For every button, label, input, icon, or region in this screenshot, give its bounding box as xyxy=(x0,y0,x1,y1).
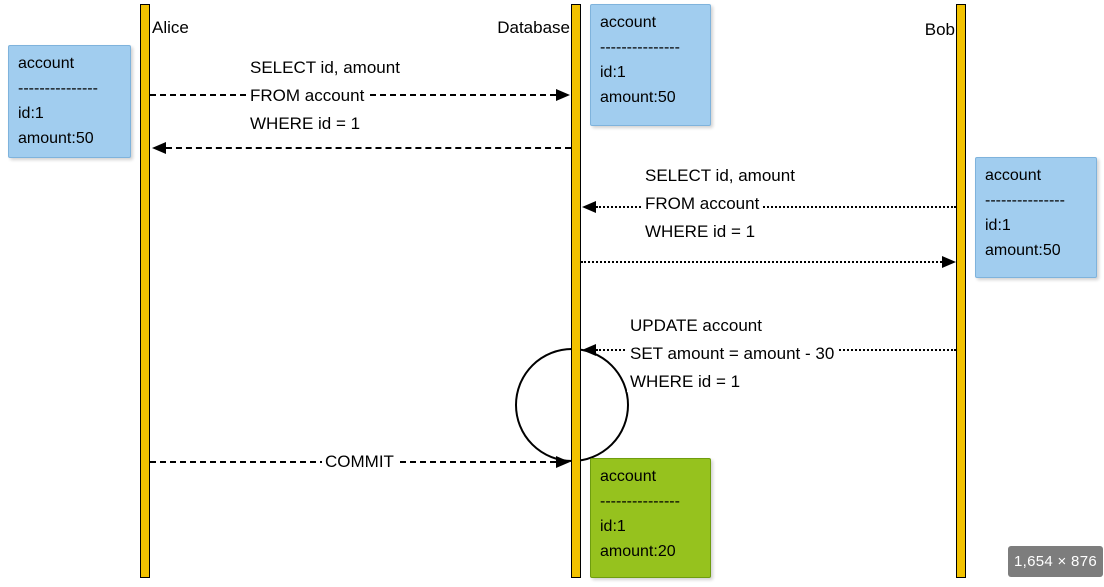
note-line: amount:50 xyxy=(18,130,94,147)
arrowhead-right-icon xyxy=(942,256,956,268)
note-line: account xyxy=(985,167,1042,184)
arrowhead-right-icon xyxy=(556,456,570,468)
note-line: amount:50 xyxy=(600,89,676,106)
note-line: id:1 xyxy=(600,64,626,81)
lifeline-bob xyxy=(956,4,966,578)
message-line-select-bob xyxy=(596,206,956,208)
note-line: account xyxy=(18,55,75,72)
note-line: id:1 xyxy=(18,105,44,122)
note-database-initial: account --------------- id:1 amount:50 xyxy=(590,4,711,126)
note-line: id:1 xyxy=(985,217,1011,234)
note-separator: --------------- xyxy=(18,80,98,97)
image-size-text: 1,654 × 876 xyxy=(1014,553,1097,570)
note-line: account xyxy=(600,468,657,485)
note-line: amount:20 xyxy=(600,543,676,560)
arrowhead-right-icon xyxy=(556,89,570,101)
message-label-select-bob: SELECT id, amount FROM account WHERE id … xyxy=(642,162,798,246)
note-separator: --------------- xyxy=(985,192,1065,209)
lifeline-alice xyxy=(140,4,150,578)
note-bob-result: account --------------- id:1 amount:50 xyxy=(975,157,1097,278)
message-line-result-alice xyxy=(166,147,571,149)
arrowhead-left-icon xyxy=(582,201,596,213)
image-size-badge: 1,654 × 876 xyxy=(1008,546,1103,577)
note-alice-result: account --------------- id:1 amount:50 xyxy=(8,45,131,158)
note-line: account xyxy=(600,14,657,31)
note-separator: --------------- xyxy=(600,493,680,510)
arrowhead-left-icon xyxy=(152,142,166,154)
message-label-update-bob: UPDATE account SET amount = amount - 30 … xyxy=(627,312,838,396)
note-line: id:1 xyxy=(600,518,626,535)
note-separator: --------------- xyxy=(600,39,680,56)
note-line: amount:50 xyxy=(985,242,1061,259)
actor-label-database: Database xyxy=(497,18,570,37)
message-label-select-alice: SELECT id, amount FROM account WHERE id … xyxy=(247,54,403,138)
arrowhead-left-icon xyxy=(582,344,596,356)
note-commit-result: account --------------- id:1 amount:20 xyxy=(590,458,711,578)
actor-label-alice: Alice xyxy=(152,18,189,37)
message-line-result-bob xyxy=(581,261,942,263)
lifeline-database xyxy=(571,4,581,578)
message-label-commit: COMMIT xyxy=(322,448,397,476)
actor-label-bob: Bob xyxy=(924,20,955,39)
